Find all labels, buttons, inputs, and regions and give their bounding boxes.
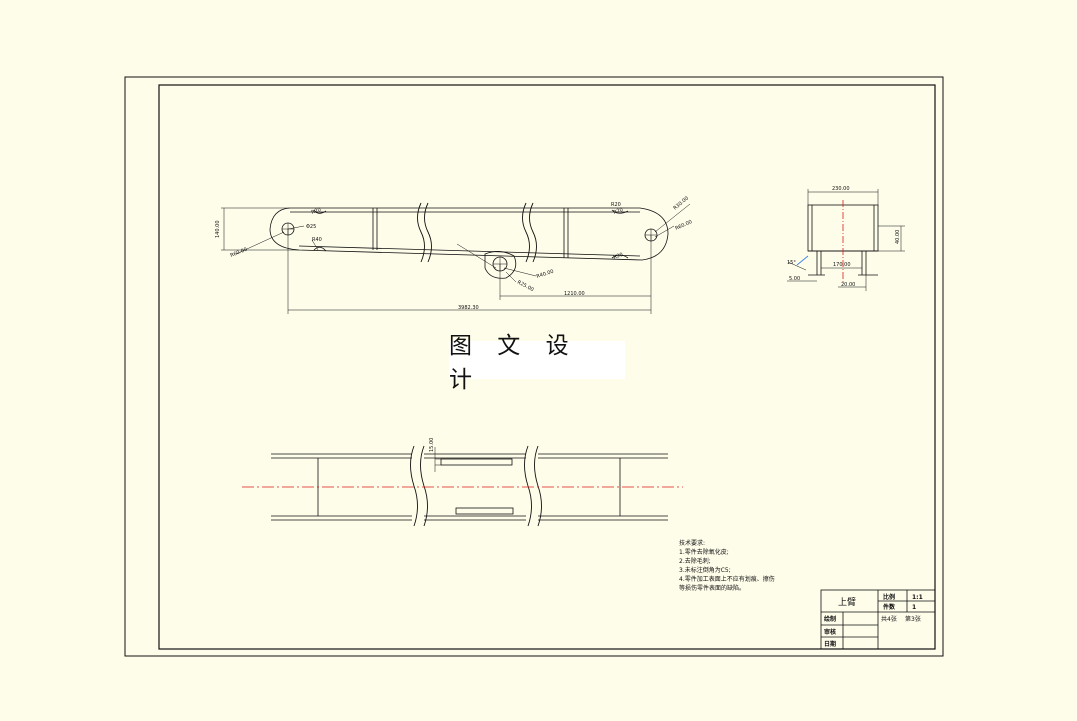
dim-r-right-top-b: R20: [611, 202, 621, 208]
dim-height-right: 40.00: [895, 230, 901, 244]
row-draw-label: 绘制: [824, 615, 836, 623]
dim-width-top: 230.00: [832, 186, 850, 192]
part-name: 上臂: [838, 596, 856, 608]
dim-r-left-top: R20: [311, 207, 322, 216]
front-view-dimensions: [221, 203, 691, 314]
outer-border: [124, 76, 944, 657]
side-view-dim-text: 230.00 40.00 170.00 15° 5.00 20.00: [787, 186, 901, 288]
dim-r-left-lower: R40: [312, 237, 322, 243]
title-block-text: 上臂 比例 1:1 件数 1 共4张 第3张 绘制 审核 日期: [824, 593, 923, 648]
dim-r-right-outer: R60.00: [674, 219, 693, 232]
dim-r-right-lower: R20: [613, 252, 624, 261]
tech-requirements: 技术要求: 1.零件去除氧化皮; 2.去除毛刺; 3.未标注倒角为C5; 4.零…: [679, 539, 775, 592]
front-view: [269, 202, 669, 279]
tech-req-line-3: 3.未标注倒角为C5;: [679, 566, 731, 574]
inner-border: [158, 84, 936, 650]
row-date-label: 日期: [824, 640, 836, 648]
tech-req-line-4: 4.零件加工表面上不应有划痕、擦伤: [679, 575, 775, 583]
front-view-dim-text: 140.00 R20 Φ25 R40 R60.00 R20 R20 R20 R6…: [215, 195, 693, 311]
dim-r-mid-b: R40.00: [536, 269, 555, 280]
side-view-chamfer-mark: [796, 255, 809, 266]
tech-req-line-2: 2.去除毛刺;: [679, 557, 711, 565]
dim-inner-width: 170.00: [833, 262, 851, 268]
title-block: [820, 589, 936, 650]
dim-height-left: 140.00: [215, 221, 221, 239]
dim-r-left-far: R60.00: [230, 247, 249, 259]
sheet-number: 第3张: [905, 615, 921, 623]
dim-slot-height: 15.00: [429, 438, 435, 452]
top-view: [271, 445, 668, 527]
dim-flange: 20.00: [841, 282, 855, 288]
row-review-label: 审核: [824, 628, 836, 636]
scale-value: 1:1: [912, 594, 923, 601]
dim-r-mid-a: R25.00: [516, 279, 535, 293]
dim-angle: 15°: [787, 260, 796, 266]
side-view-dimensions: [787, 189, 905, 291]
dim-r-right-top-a: R20: [613, 207, 624, 216]
sheets-total: 共4张: [881, 615, 897, 623]
dim-thick-left: 5.00: [789, 276, 800, 282]
tech-req-title: 技术要求:: [679, 539, 705, 547]
dim-r-right-pin: R30.00: [672, 195, 689, 211]
top-view-dimensions: [434, 447, 441, 472]
tech-req-line-1: 1.零件去除氧化皮;: [679, 548, 729, 556]
qty-label: 件数: [883, 603, 896, 611]
watermark-label: 图 文 设 计: [449, 333, 625, 393]
tech-req-line-5: 等损伤零件表面的缺陷。: [679, 584, 745, 592]
dim-len-partial: 1210.00: [564, 291, 585, 297]
dim-len-total: 3982.30: [458, 305, 479, 311]
qty-value: 1: [912, 604, 916, 611]
scale-label: 比例: [883, 593, 895, 601]
dim-hole-left: Φ25: [306, 224, 316, 230]
